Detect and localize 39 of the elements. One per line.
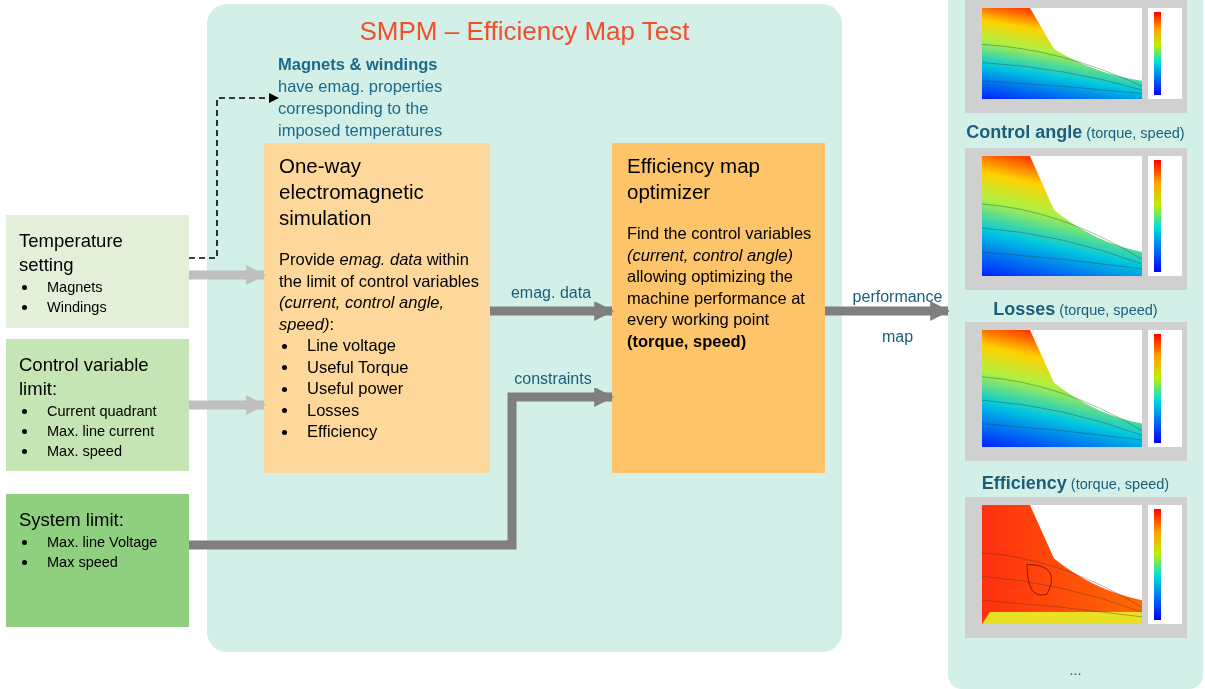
input-box — [6, 339, 189, 471]
box-body: Find the control variables (current, control angle) allowing optimizing the machine performance at every working point (torque, speed) — [627, 223, 813, 352]
plot-heading: Losses (torque, speed) — [993, 299, 1158, 320]
plot-heading: Efficiency (torque, speed) — [981, 473, 1170, 494]
process-box — [264, 143, 490, 473]
panel-heading: SMPM – Efficiency Map Test — [358, 16, 691, 47]
list-item: Current quadrant — [47, 403, 157, 419]
box-body: Provide emag. data within the limit of control variables (current, control angle, speed): — [279, 249, 480, 335]
list-item: Max. line Voltage — [47, 534, 158, 550]
list-item: Max speed — [47, 554, 118, 570]
list-item: Losses — [307, 400, 360, 419]
list-item: Max. line current — [47, 423, 155, 439]
arrow — [825, 301, 950, 321]
box-heading: System limit: — [19, 508, 125, 532]
edge-label: performance map — [851, 287, 944, 347]
list-item: Useful Torque — [307, 357, 409, 376]
list-item: Line voltage — [307, 336, 396, 354]
list-item: Efficiency — [307, 422, 378, 440]
arrow — [189, 265, 266, 285]
input-box — [6, 215, 189, 328]
note-text: Magnets & windings have emag. properties corresponding to the imposed temperatures — [278, 54, 444, 141]
input-box — [6, 494, 189, 627]
process-box — [612, 143, 825, 473]
list-item: Useful power — [307, 379, 404, 397]
ellipsis-text: ... — [1069, 662, 1082, 678]
arrow — [189, 395, 266, 415]
box-heading: Efficiency map optimizer — [627, 153, 761, 205]
arrow — [189, 387, 614, 550]
list-item: Max. speed — [47, 443, 122, 459]
box-heading: One-way electromagnetic simulation — [279, 153, 425, 231]
list-item: Windings — [47, 299, 107, 315]
list-item: Magnets — [47, 279, 103, 295]
arrow — [188, 93, 279, 259]
plot-heading: Control angle (torque, speed) — [966, 122, 1185, 143]
group-panel — [207, 4, 842, 652]
box-heading: Control variable limit: — [19, 353, 150, 401]
arrow — [490, 301, 614, 321]
results-panel — [948, 0, 1203, 689]
box-heading: Temperature setting — [19, 229, 124, 277]
